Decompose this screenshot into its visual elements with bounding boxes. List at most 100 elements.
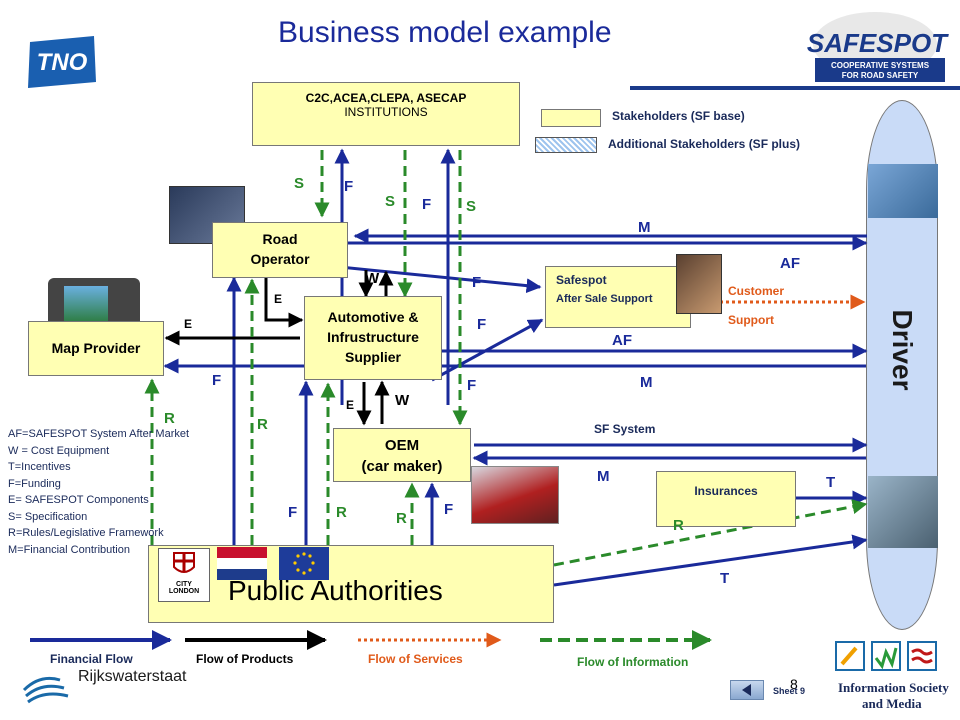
- road-operator-line2: Operator: [250, 251, 310, 267]
- abbr-f: F=Funding: [8, 477, 61, 490]
- info-society-line2: and Media: [862, 696, 922, 711]
- triangle-left-icon: [742, 684, 751, 696]
- info-society-line1: Information Society: [838, 680, 949, 695]
- label-t2: T: [720, 570, 730, 587]
- safespot-support-box: Safespot After Sale Support: [545, 266, 691, 328]
- map-provider-box: Map Provider: [28, 321, 164, 376]
- driver-photo-bottom: [868, 476, 938, 548]
- abbr-t: T=Incentives: [8, 461, 71, 473]
- rijkswaterstaat-logo: Rijkswaterstaat: [20, 662, 250, 712]
- flow-r5: [553, 499, 868, 567]
- city-of-london-line2: LONDON: [168, 588, 200, 595]
- previous-slide-button[interactable]: [730, 680, 764, 700]
- institutions-line2: INSTITUTIONS: [344, 105, 428, 119]
- public-authorities-box: [148, 545, 554, 623]
- insurances-label: Insurances: [694, 484, 758, 498]
- safespot-logo-text: SAFESPOT: [807, 28, 949, 58]
- map-provider-screen: [64, 286, 108, 324]
- legend-financial-label: Financial Flow: [50, 652, 133, 666]
- label-af-top: AF: [780, 255, 800, 272]
- abbr-e: E= SAFESPOT Components: [8, 494, 149, 506]
- legend-services-label: Flow of Services: [368, 652, 463, 666]
- label-f1: F: [344, 178, 354, 195]
- abbr-m: M=Financial Contribution: [8, 543, 130, 556]
- insurances-box: Insurances: [656, 471, 796, 527]
- label-f3: F: [472, 274, 482, 291]
- label-af-mid: AF: [612, 332, 632, 349]
- public-authorities-label: Public Authorities: [228, 575, 443, 606]
- legend-products-label: Flow of Products: [196, 652, 294, 666]
- city-of-london-line1: CITY: [176, 581, 192, 588]
- label-f2: F: [422, 196, 432, 213]
- label-e2: E: [184, 317, 193, 331]
- label-sf-system: SF System: [594, 422, 656, 436]
- oem-line2: (car maker): [361, 458, 443, 475]
- label-w1: W: [365, 270, 380, 287]
- safespot-support-line2: After Sale Support: [556, 293, 653, 305]
- support-agent-photo: [676, 254, 722, 314]
- info-society-logo: Information Society and Media: [828, 636, 958, 716]
- tno-logo-text: TNO: [37, 49, 88, 76]
- eu-flag: [279, 547, 329, 580]
- label-s2: S: [385, 193, 396, 210]
- label-w2: W: [395, 392, 410, 409]
- institutions-box: C2C,ACEA,CLEPA, ASECAP INSTITUTIONS: [252, 82, 520, 146]
- legend-base-swatch: [541, 109, 601, 127]
- label-f4: F: [477, 316, 487, 333]
- automotive-line1: Automotive &: [327, 309, 419, 325]
- abbr-w: W = Cost Equipment: [8, 444, 110, 457]
- automotive-line3: Supplier: [344, 349, 401, 365]
- safespot-logo: SAFESPOT COOPERATIVE SYSTEMS FOR ROAD SA…: [795, 6, 955, 86]
- label-r4: R: [396, 510, 407, 527]
- label-e1: E: [274, 292, 283, 306]
- page-number: 8: [790, 676, 798, 692]
- abbreviation-legend: AF=SAFESPOT System After Market W = Cost…: [8, 426, 238, 558]
- label-r3: R: [336, 504, 347, 521]
- safespot-tagline-1: COOPERATIVE SYSTEMS: [831, 61, 930, 70]
- institutions-line1: C2C,ACEA,CLEPA, ASECAP: [305, 91, 467, 105]
- label-f6: F: [288, 504, 298, 521]
- safespot-tagline-2: FOR ROAD SAFETY: [842, 71, 919, 80]
- page-title: Business model example: [278, 16, 612, 49]
- netherlands-flag: [217, 547, 267, 580]
- road-operator-box: Road Operator: [212, 222, 348, 278]
- city-of-london-crest: CITY LONDON: [158, 548, 210, 602]
- tno-logo: TNO: [22, 32, 102, 92]
- flow-f-safespot: [431, 318, 544, 382]
- label-r2: R: [257, 416, 268, 433]
- flow-t-pa: [553, 534, 868, 587]
- map-provider-label: Map Provider: [51, 340, 141, 356]
- sheet-label: Sheet 9: [773, 686, 806, 696]
- road-operator-line1: Road: [262, 231, 298, 247]
- abbr-s: S= Specification: [8, 510, 88, 523]
- label-f-left: F: [212, 372, 222, 389]
- top-rule: [630, 86, 960, 90]
- label-support: Support: [728, 313, 774, 327]
- abbr-r: R=Rules/Legislative Framework: [8, 527, 164, 539]
- label-m-low: M: [597, 468, 610, 485]
- driver-photo-top: [868, 164, 938, 218]
- label-t1: T: [826, 474, 836, 491]
- flow-e-road: [264, 278, 304, 328]
- legend-information-label: Flow of Information: [577, 655, 689, 669]
- automotive-line2: Infrustructure: [327, 329, 419, 345]
- label-e3: E: [346, 398, 355, 412]
- safespot-support-line1: Safespot: [556, 273, 607, 287]
- legend-plus-label: Additional Stakeholders (SF plus): [608, 137, 801, 151]
- automotive-supplier-box: Automotive & Infrustructure Supplier: [304, 296, 442, 380]
- car-photo: [471, 466, 559, 524]
- legend-plus-swatch: [535, 137, 597, 153]
- label-s1: S: [294, 175, 305, 192]
- rijkswaterstaat-text: Rijkswaterstaat: [78, 668, 187, 685]
- label-f7: F: [444, 501, 454, 518]
- label-m-top: M: [638, 219, 651, 236]
- label-r1: R: [164, 410, 175, 427]
- oem-line1: OEM: [384, 437, 420, 454]
- abbr-af: AF=SAFESPOT System After Market: [8, 428, 190, 440]
- label-customer: Customer: [728, 284, 785, 298]
- label-m-mid: M: [640, 374, 653, 391]
- label-s3: S: [466, 198, 477, 215]
- legend-base-label: Stakeholders (SF base): [612, 109, 745, 123]
- label-r5: R: [673, 517, 684, 534]
- oem-box: OEM (car maker): [333, 428, 471, 482]
